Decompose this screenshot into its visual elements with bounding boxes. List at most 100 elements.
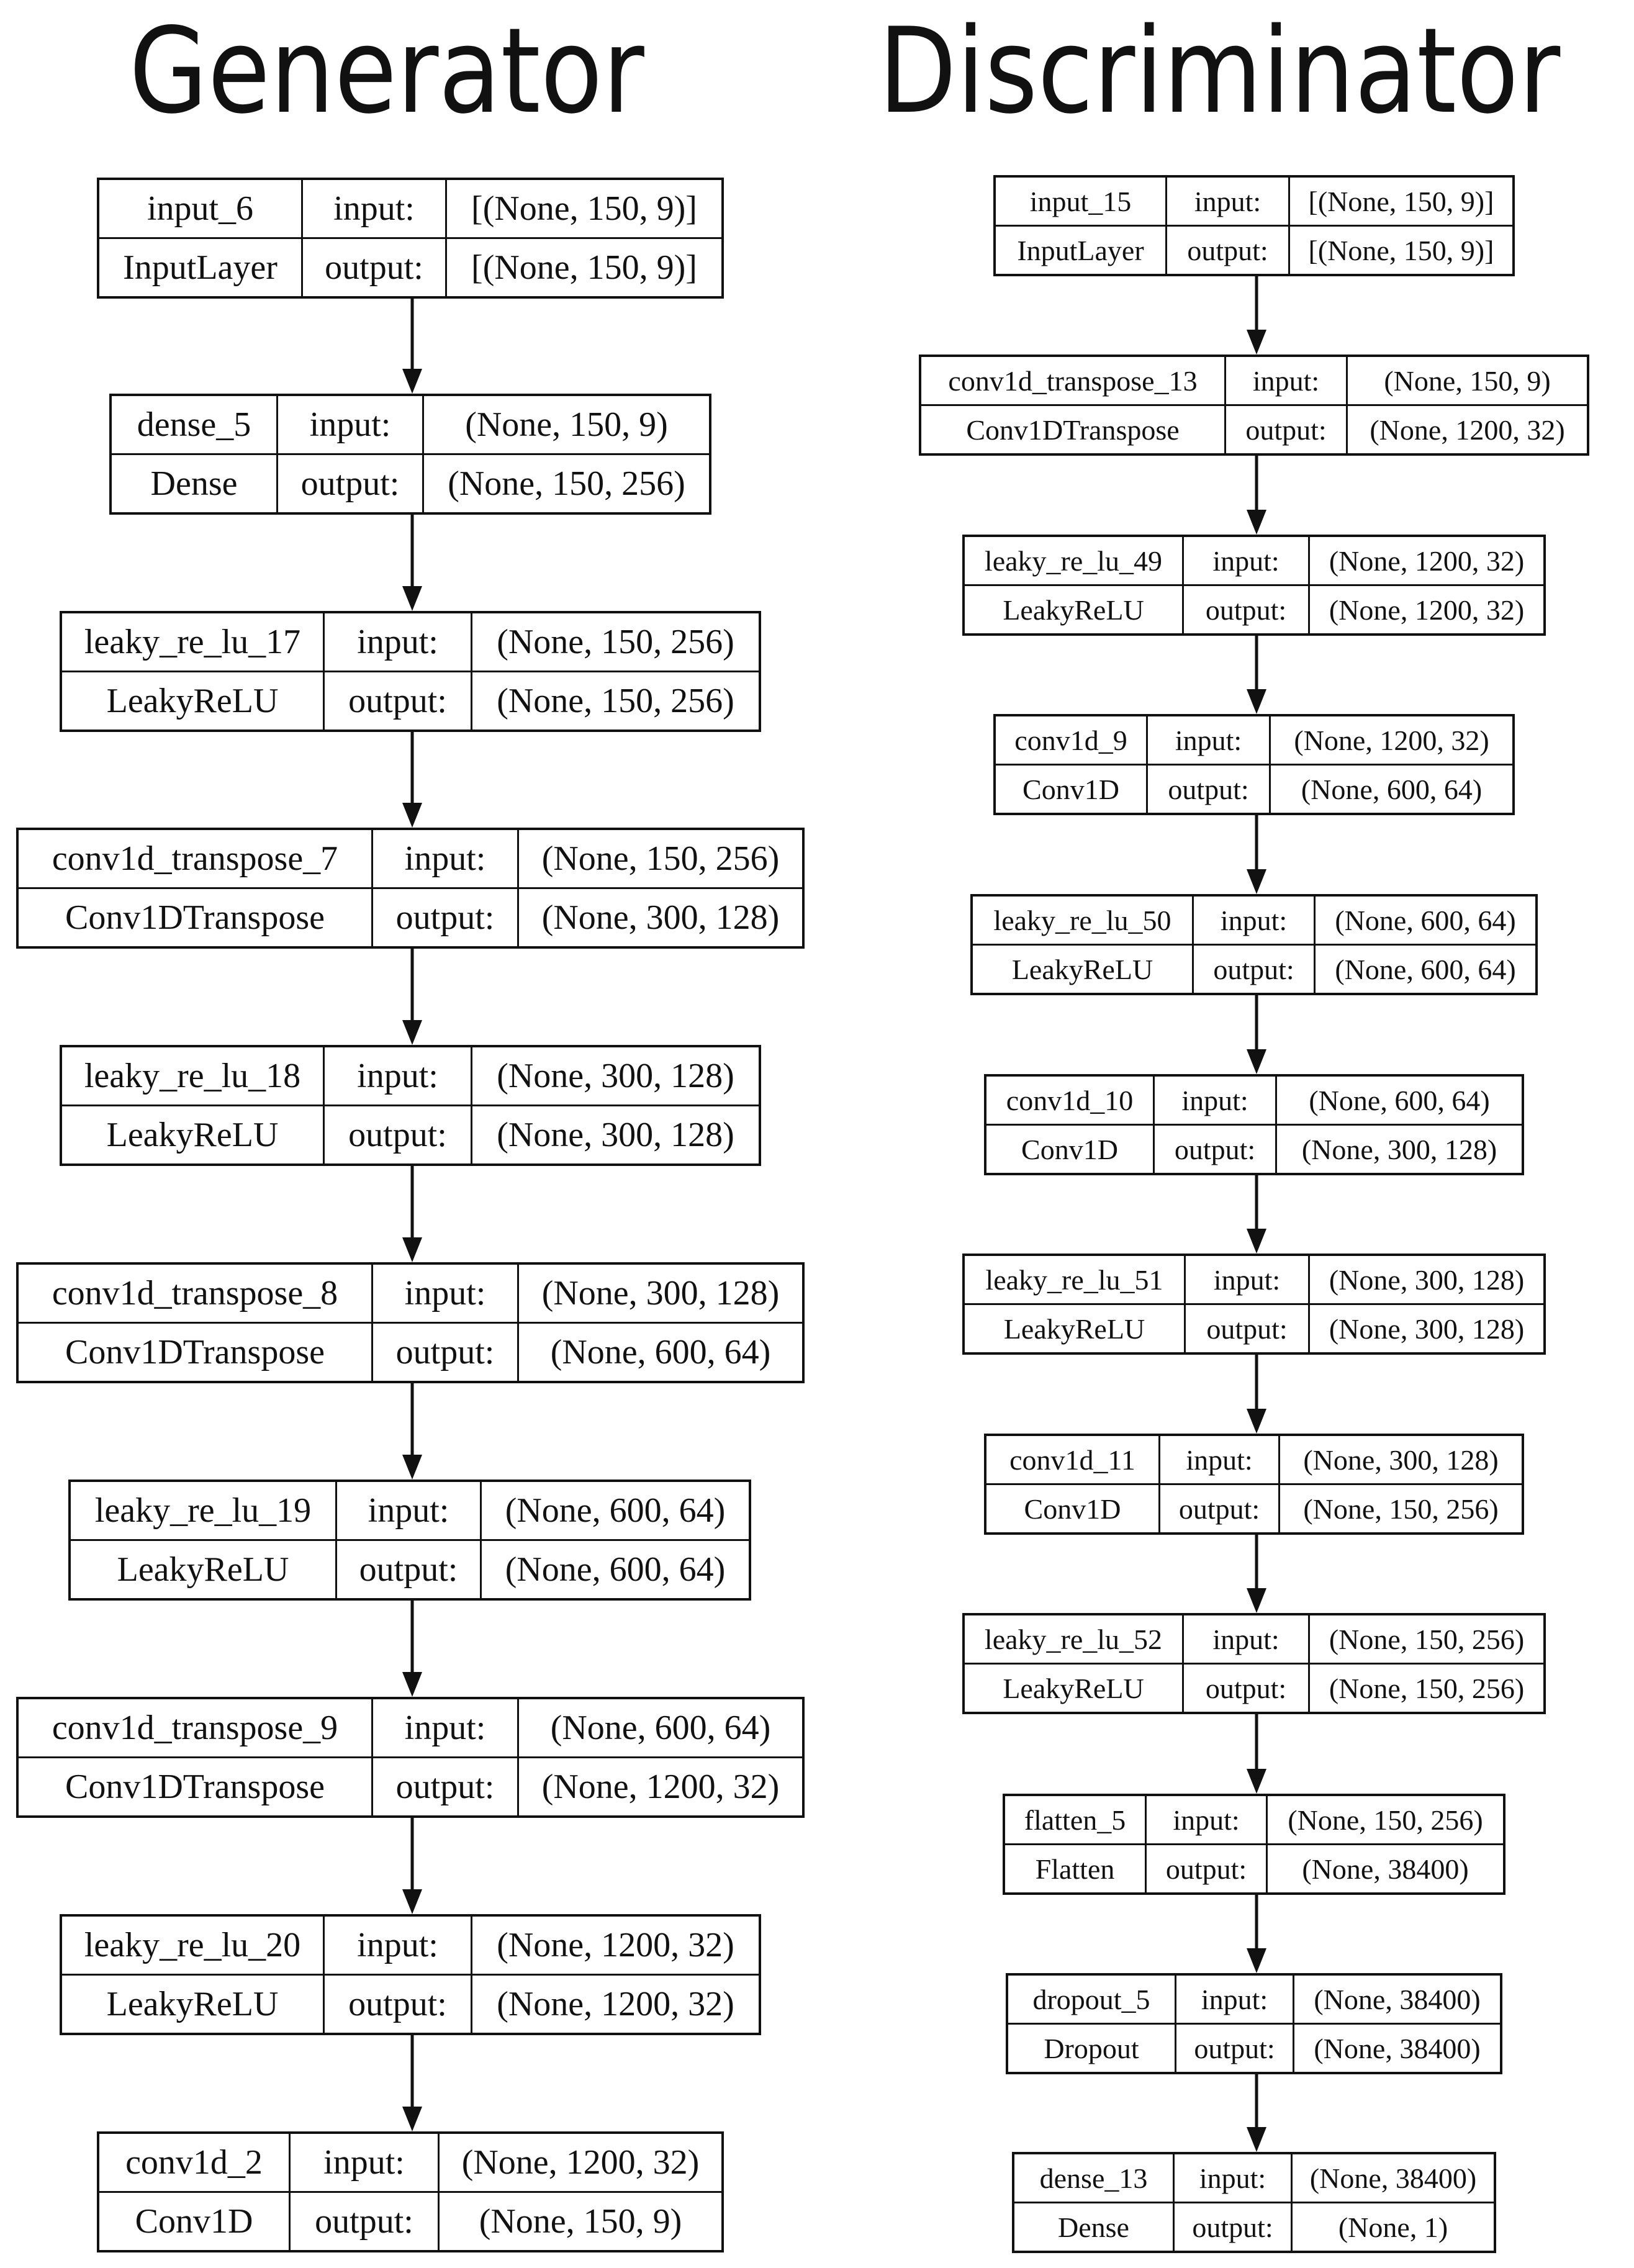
layer-type: LeakyReLU <box>1003 1672 1144 1704</box>
output-label: output: <box>1173 2203 1291 2251</box>
input-shape: (None, 300, 128) <box>1278 1436 1522 1483</box>
output-label: output: <box>1158 1485 1278 1532</box>
output-shape: (None, 300, 128) <box>517 889 802 946</box>
output-label: output: <box>1175 2025 1293 2072</box>
input-shape: [(None, 150, 9)] <box>1288 178 1512 225</box>
output-shape: (None, 150, 9) <box>438 2193 721 2250</box>
output-label: output: <box>371 1758 517 1815</box>
discriminator-arrow-head <box>1247 1049 1266 1074</box>
layer-name: conv1d_11 <box>1009 1443 1135 1476</box>
layer-name: leaky_re_lu_51 <box>985 1263 1163 1296</box>
layer-type: Conv1DTranspose <box>65 898 325 937</box>
generator-arrow-head <box>402 1672 422 1697</box>
output-label: output: <box>323 1106 471 1163</box>
input-label: input: <box>335 1482 480 1539</box>
output-label: output: <box>1165 227 1288 274</box>
layer-type: LeakyReLU <box>106 1116 279 1154</box>
layer-type: LeakyReLU <box>1011 953 1153 985</box>
output-shape: (None, 1200, 32) <box>471 1976 759 2033</box>
output-label: output: <box>323 672 471 730</box>
discriminator-arrow-head <box>1247 2127 1266 2152</box>
input-shape: (None, 150, 256) <box>1266 1796 1503 1843</box>
output-label: output: <box>301 239 445 296</box>
layer-type: LeakyReLU <box>1003 1312 1145 1345</box>
output-label: output: <box>1192 946 1314 993</box>
output-shape: (None, 300, 128) <box>1275 1126 1522 1173</box>
input-shape: (None, 600, 64) <box>1314 897 1535 944</box>
input-label: input: <box>1165 178 1288 225</box>
layer-type: Dropout <box>1044 2032 1139 2064</box>
layer-name: leaky_re_lu_50 <box>993 904 1171 936</box>
input-label: input: <box>289 2134 438 2191</box>
layer-output-row: LeakyReLU output:(None, 150, 256) <box>965 1663 1543 1712</box>
generator-arrow-head <box>402 586 422 611</box>
input-shape: (None, 600, 64) <box>517 1699 802 1756</box>
output-shape: (None, 300, 128) <box>471 1106 759 1163</box>
output-label: output: <box>1184 1305 1308 1352</box>
output-shape: (None, 38400) <box>1293 2025 1500 2072</box>
layer-type: Flatten <box>1035 1853 1115 1885</box>
output-shape: (None, 150, 256) <box>1308 1665 1543 1712</box>
input-label: input: <box>276 396 422 453</box>
input-label: input: <box>1153 1077 1275 1124</box>
layer-type: InputLayer <box>123 248 278 287</box>
input-shape: (None, 300, 128) <box>517 1265 802 1322</box>
input-label: input: <box>323 1047 471 1105</box>
layer-name: leaky_re_lu_17 <box>84 623 301 661</box>
output-label: output: <box>335 1541 480 1598</box>
discriminator-arrow-head <box>1247 1769 1266 1794</box>
input-label: input: <box>371 830 517 887</box>
input-label: input: <box>301 180 445 237</box>
output-label: output: <box>1182 1665 1308 1712</box>
output-label: output: <box>1182 586 1308 633</box>
input-label: input: <box>1175 1976 1293 2023</box>
layer-type: Dense <box>150 464 238 503</box>
layer-name: leaky_re_lu_52 <box>984 1623 1163 1655</box>
layer-type: LeakyReLU <box>106 682 279 720</box>
layer-name: leaky_re_lu_18 <box>84 1057 301 1095</box>
output-shape: (None, 1) <box>1291 2203 1494 2251</box>
output-label: output: <box>289 2193 438 2250</box>
input-label: input: <box>1146 716 1269 764</box>
layer-output-row: Dropout output:(None, 38400) <box>1008 2023 1500 2072</box>
input-shape: (None, 38400) <box>1291 2154 1494 2202</box>
output-label: output: <box>1153 1126 1275 1173</box>
output-shape: (None, 1200, 32) <box>1346 406 1587 453</box>
generator-arrow-head <box>402 1020 422 1045</box>
output-label: output: <box>1145 1845 1266 1892</box>
input-label: input: <box>1173 2154 1291 2202</box>
generator-layer-box: leaky_re_lu_18 input:(None, 300, 128) Leak… <box>60 1045 761 1166</box>
input-shape: (None, 150, 256) <box>517 830 802 887</box>
discriminator-arrow-head <box>1247 1409 1266 1434</box>
output-shape: (None, 300, 128) <box>1308 1305 1543 1352</box>
output-shape: (None, 600, 64) <box>517 1324 802 1381</box>
layer-name: conv1d_transpose_8 <box>52 1274 338 1312</box>
